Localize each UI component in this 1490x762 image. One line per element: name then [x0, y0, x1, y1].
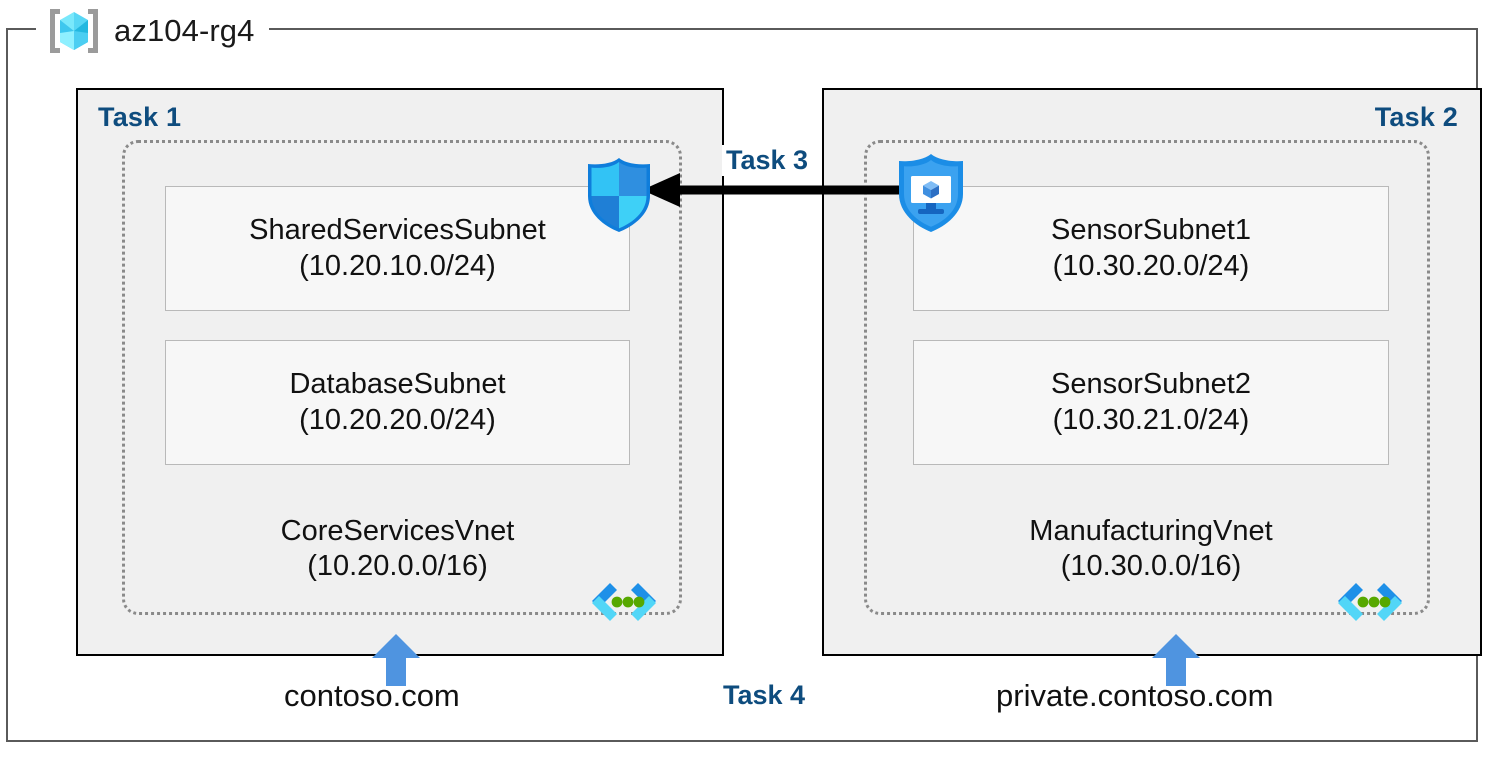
vnet-cidr: (10.20.0.0/16): [307, 550, 488, 583]
dns-zone-contoso-label: contoso.com: [284, 678, 460, 713]
virtual-network-icon: [1334, 580, 1406, 624]
network-security-group-shield-icon: [582, 156, 656, 234]
subnet-name: DatabaseSubnet: [289, 368, 506, 401]
subnet-sensorsubnet1: SensorSubnet1 (10.30.20.0/24): [913, 186, 1389, 311]
vnet-core-services-boundary: [122, 140, 682, 615]
dns-zone-private-contoso-label: private.contoso.com: [996, 678, 1274, 713]
subnet-cidr: (10.30.20.0/24): [1052, 249, 1250, 282]
subnet-cidr: (10.30.21.0/24): [1052, 403, 1250, 436]
dns-arrow-up-icon: [372, 634, 420, 686]
vnet-cidr: (10.30.0.0/16): [1060, 550, 1242, 583]
task-3-label: Task 3: [722, 145, 813, 176]
azure-resource-group-icon: [46, 5, 102, 57]
subnet-cidr: (10.20.10.0/24): [299, 249, 496, 282]
dns-arrow-up-icon: [1152, 634, 1200, 686]
subnet-name: SharedServicesSubnet: [249, 214, 546, 247]
task-4-label: Task 4: [723, 680, 806, 710]
resource-group-header: az104-rg4: [36, 2, 269, 60]
subnet-name: SensorSubnet2: [1051, 368, 1251, 401]
vnet-manufacturing-label: ManufacturingVnet (10.30.0.0/16): [913, 514, 1389, 585]
subnet-sharedservices: SharedServicesSubnet (10.20.10.0/24): [165, 186, 630, 311]
subnet-sensorsubnet2: SensorSubnet2 (10.30.21.0/24): [913, 340, 1389, 465]
subnet-database: DatabaseSubnet (10.20.20.0/24): [165, 340, 630, 465]
vnet-core-services-label: CoreServicesVnet (10.20.0.0/16): [165, 514, 630, 585]
task-2-label: Task 2: [1374, 102, 1458, 132]
subnet-cidr: (10.20.20.0/24): [299, 403, 496, 436]
virtual-network-icon: [588, 580, 660, 624]
vnet-manufacturing-boundary: [864, 140, 1430, 615]
peering-arrow-left-icon: [640, 168, 908, 212]
vnet-name: ManufacturingVnet: [1029, 515, 1273, 547]
task-1-label: Task 1: [98, 102, 182, 132]
resource-group-name: az104-rg4: [114, 13, 255, 48]
subnet-name: SensorSubnet1: [1051, 214, 1251, 247]
defender-monitor-shield-icon: [893, 152, 969, 234]
vnet-name: CoreServicesVnet: [280, 515, 515, 547]
